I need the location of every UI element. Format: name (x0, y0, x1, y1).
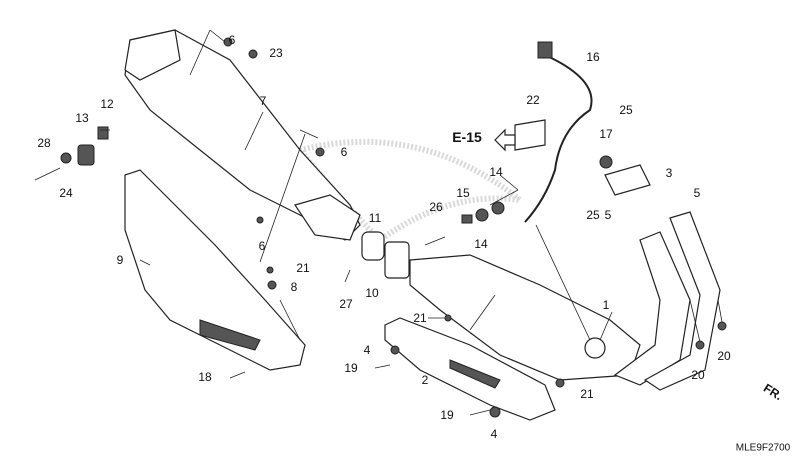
callout-14: 14 (489, 165, 503, 179)
callout-28: 28 (37, 136, 51, 150)
callout-1: 1 (602, 298, 610, 312)
heat-shield-lower-vent (449, 359, 501, 389)
callout-26: 26 (429, 200, 443, 214)
callout-5: 5 (693, 186, 701, 200)
callout-22: 22 (526, 93, 540, 107)
callout-2: 2 (421, 373, 429, 387)
callout-17: 17 (599, 127, 613, 141)
muffler-outlet (294, 194, 361, 241)
gasket-11 (384, 241, 410, 279)
callout-14: 14 (474, 237, 488, 251)
callout-8: 8 (290, 280, 298, 294)
callout-18: 18 (198, 370, 212, 384)
callout-25: 25 (619, 103, 633, 117)
clamp-10 (361, 231, 385, 261)
callout-9: 9 (116, 253, 124, 267)
bracket (514, 119, 546, 151)
callout-20: 20 (691, 368, 705, 382)
muffler-endcap (124, 29, 181, 81)
callout-27: 27 (339, 297, 353, 311)
callout-6: 6 (228, 33, 236, 47)
callout-21: 21 (580, 387, 594, 401)
reference-e15: E-15 (452, 129, 482, 145)
callout-15: 15 (456, 186, 470, 200)
callout-21: 21 (413, 311, 427, 325)
callout-19: 19 (440, 408, 454, 422)
bolts (34, 167, 491, 416)
heat-shield-upper (124, 169, 306, 371)
callout-19: 19 (344, 361, 358, 375)
callout-16: 16 (586, 50, 600, 64)
callout-11: 11 (368, 211, 382, 225)
callout-3: 3 (665, 166, 673, 180)
callout-10: 10 (365, 286, 379, 300)
callout-4: 4 (490, 427, 498, 441)
callout-6: 6 (258, 239, 266, 253)
callout-13: 13 (75, 111, 89, 125)
callout-21: 21 (296, 261, 310, 275)
diagram-code: MLE9F2700 (735, 442, 791, 454)
heat-shield-vent (199, 319, 261, 351)
exhaust-pipe-left (613, 231, 691, 386)
callout-5: 5 (604, 208, 612, 222)
callout-12: 12 (100, 97, 114, 111)
callout-23: 23 (269, 46, 283, 60)
bracket-3 (604, 164, 651, 196)
callout-25: 25 (586, 208, 600, 222)
callout-6: 6 (340, 145, 348, 159)
arrow-e15 (494, 128, 516, 152)
o2-sensor-wire (524, 54, 593, 223)
fasteners (60, 37, 727, 418)
callout-24: 24 (59, 186, 73, 200)
muffler-mount (584, 337, 606, 359)
callout-7: 7 (259, 94, 267, 108)
callout-20: 20 (717, 349, 731, 363)
leader-lines (100, 29, 723, 343)
callout-4: 4 (363, 343, 371, 357)
sensor-connector (537, 41, 553, 59)
